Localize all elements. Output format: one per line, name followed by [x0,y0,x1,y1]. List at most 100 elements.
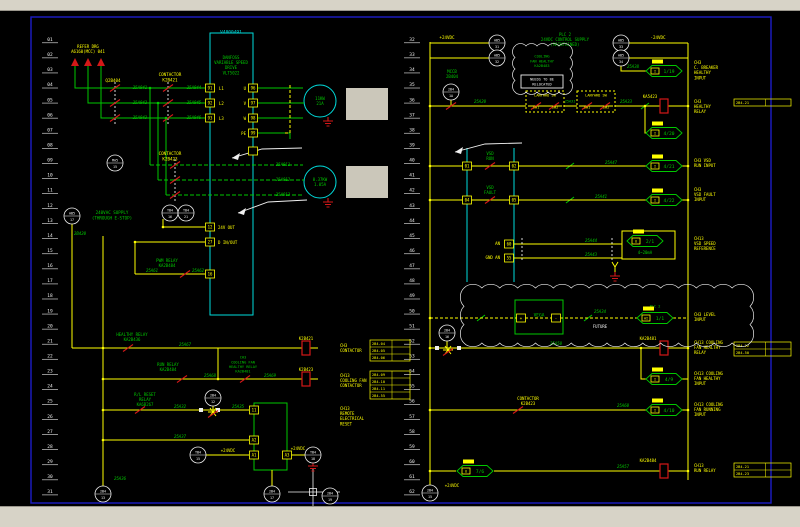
row-number-right-45: 45 [409,233,415,239]
wire-label: V [244,101,247,106]
row-number-right-47: 47 [409,263,415,269]
svg-text:4/22: 4/22 [663,198,674,204]
row-number-right-34: 34 [409,67,415,73]
wire-junction [686,346,690,350]
wire-label: 25A013 [276,192,291,197]
svg-text:4/10: 4/10 [663,408,674,414]
row-number-left-16: 16 [47,263,53,269]
terminal-60: 60 [504,239,514,249]
svg-text:4/9: 4/9 [665,377,674,383]
svg-text:TB4: TB4 [183,209,189,213]
wire-label: +24VDC [445,483,460,488]
wire-label: 25A36 [114,476,127,481]
lanyard-box-2 [576,90,616,113]
wire-junction [428,316,432,320]
svg-text:4/21: 4/21 [663,164,674,170]
svg-text:2B4-06: 2B4-06 [372,356,385,360]
row-number-right-42: 42 [409,188,415,194]
wire-junction [156,101,160,105]
row-number-left-19: 19 [47,308,53,314]
svg-text:27: 27 [208,240,213,245]
wire-label: 25A57 [617,464,630,469]
svg-text:34: 34 [619,60,623,64]
ground-symbol [308,117,620,472]
terminal-01: 01 [462,161,472,171]
row-number-left-04: 04 [47,82,53,88]
wire-junction [428,104,432,108]
wire-junction [639,346,643,350]
wire-label: 25A68 [204,373,217,378]
terminal-93: 93 [205,113,215,123]
terminal-A1: A1 [249,450,259,460]
terminal-91: 91 [205,83,215,93]
terminal-05: 05 [509,195,519,205]
wire-junction [133,240,137,244]
row-number-right-56: 56 [409,399,415,405]
row-number-left-31: 31 [47,489,53,495]
svg-text:AI: AI [644,317,648,321]
wire-label: 25A67 [179,342,192,347]
wire-junction [101,346,105,350]
row-number-left-24: 24 [47,384,53,390]
svg-text:2B4-09: 2B4-09 [372,373,385,377]
row-number-left-29: 29 [47,459,53,465]
wire-junction [216,377,220,381]
wire-junction [428,164,432,168]
wire-junction [101,377,105,381]
revision-cloud [459,283,755,348]
wire-label: 25A61 [146,268,158,273]
svg-text:MA5: MA5 [112,159,118,163]
wire-label: U [244,86,247,91]
svg-text:02: 02 [512,164,517,169]
arrowhead [232,153,240,160]
row-number-right-32: 32 [409,37,415,43]
row-number-left-02: 02 [47,52,53,58]
coil-k2b421-tag: K2B421 [299,336,314,341]
wire-label: 25A011 [276,162,290,167]
wire-junction [643,104,647,108]
svg-text:TB4: TB4 [310,451,316,455]
wire-junction [161,225,165,229]
analog-output-box [621,230,676,260]
terminal-12: 12 [205,222,215,232]
row-number-right-57: 57 [409,414,415,420]
svg-text:15: 15 [428,495,432,499]
row-number-right-41: 41 [409,173,415,179]
row-number-left-05: 05 [47,97,53,103]
wire-junction [428,346,432,350]
row-number-left-22: 22 [47,353,53,359]
svg-text:2B4-05: 2B4-05 [372,349,385,353]
reset-station-box [253,402,288,471]
row-number-right-39: 39 [409,142,415,148]
wire-label: AN [495,241,500,246]
row-number-left-06: 06 [47,112,53,118]
pickbox[interactable] [309,488,317,496]
lanyard-sw-1: LANYARD SW [534,94,556,98]
row-number-left-14: 14 [47,233,53,239]
svg-text:19: 19 [328,498,332,502]
terminal-55: 55 [504,253,514,263]
row-number-right-43: 43 [409,203,415,209]
row-number-left-01: 01 [47,37,53,43]
vega-device: VEGA [534,313,545,319]
motor-2 [303,165,337,199]
wire-label: 25A012 [276,177,291,182]
svg-text:2/1: 2/1 [646,239,655,245]
row-number-right-38: 38 [409,127,415,133]
